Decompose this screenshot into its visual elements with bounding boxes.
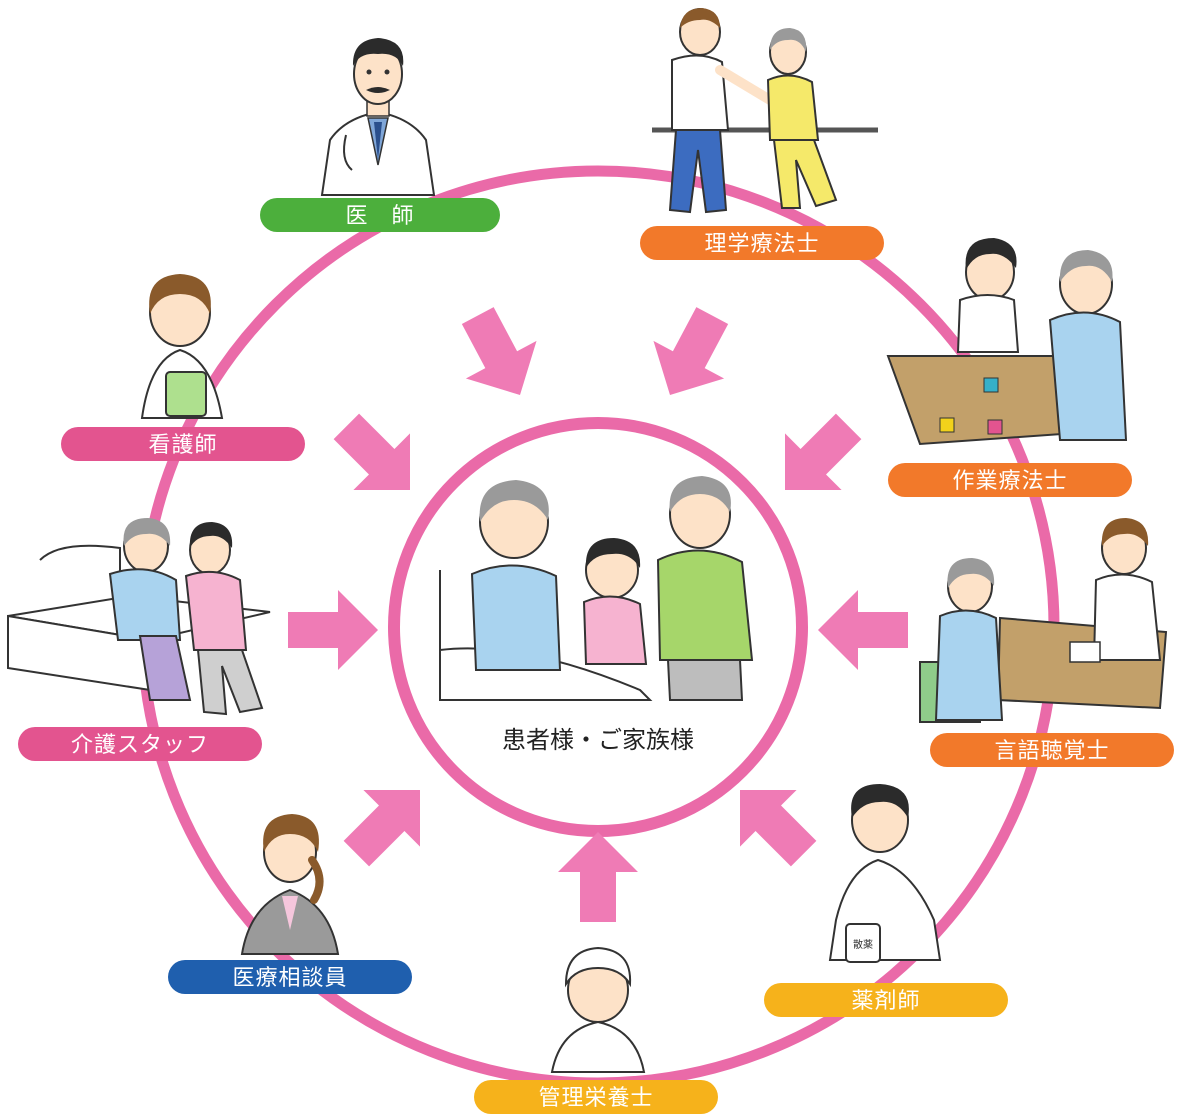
role-badge-background: [930, 733, 1174, 767]
role-badge-doctor: 医 師: [260, 198, 500, 232]
arrow-icon: [653, 307, 729, 395]
arrow-icon: [333, 413, 410, 490]
role-badge-nurse: 看護師: [61, 427, 305, 461]
role-badge-label: 作業療法士: [952, 469, 1067, 494]
social-worker-figure: [240, 814, 340, 955]
center-label: 患者様・ご家族様: [502, 726, 694, 754]
role-badge-speech-therapist: 言語聴覚士: [930, 733, 1174, 767]
role-badge-label: 医 師: [345, 204, 414, 229]
role-badge-care-staff: 介護スタッフ: [18, 727, 262, 761]
arrow-icon: [558, 832, 638, 922]
role-badge-background: [18, 727, 262, 761]
role-badge-background: [640, 226, 884, 260]
arrow-icon: [818, 590, 908, 670]
arrow-group: [288, 307, 908, 922]
patient-family-figure: [439, 476, 754, 701]
role-badge-label: 介護スタッフ: [71, 733, 209, 758]
care-staff-figure: [7, 518, 271, 716]
role-badge-background: [888, 463, 1132, 497]
arrow-icon: [343, 790, 420, 867]
arrow-icon: [461, 307, 537, 395]
role-badge-label: 管理栄養士: [538, 1086, 653, 1111]
role-badge-label: 看護師: [148, 433, 217, 458]
dietitian-figure: [550, 946, 646, 1073]
arrow-icon: [288, 590, 378, 670]
role-badge-social-worker: 医療相談員: [168, 960, 412, 994]
role-badge-occupational-therapist: 作業療法士: [888, 463, 1132, 497]
therapist-figure: [886, 238, 1128, 446]
pharmacist-bottle-label: 散薬: [853, 938, 873, 951]
role-badge-background: [764, 983, 1008, 1017]
role-badge-label: 言語聴覚士: [994, 739, 1109, 764]
role-badge-background: [168, 960, 412, 994]
nurse-figure: [140, 274, 224, 419]
therapist-figure: [919, 518, 1168, 723]
role-badge-physical-therapist: 理学療法士: [640, 226, 884, 260]
role-badge-dietitian: 管理栄養士: [474, 1080, 718, 1114]
therapist-figure: [652, 8, 878, 214]
pharmacist-figure: 散薬: [828, 784, 942, 963]
role-badge-label: 理学療法士: [704, 232, 819, 257]
role-badge-background: [260, 198, 500, 232]
doctor-figure: [320, 38, 436, 196]
role-badge-background: [474, 1080, 718, 1114]
role-badge-pharmacist: 薬剤師: [764, 983, 1008, 1017]
role-badge-background: [61, 427, 305, 461]
arrow-icon: [785, 413, 862, 490]
arrow-icon: [740, 790, 817, 867]
role-badge-label: 薬剤師: [851, 989, 920, 1014]
role-badge-label: 医療相談員: [232, 966, 347, 991]
